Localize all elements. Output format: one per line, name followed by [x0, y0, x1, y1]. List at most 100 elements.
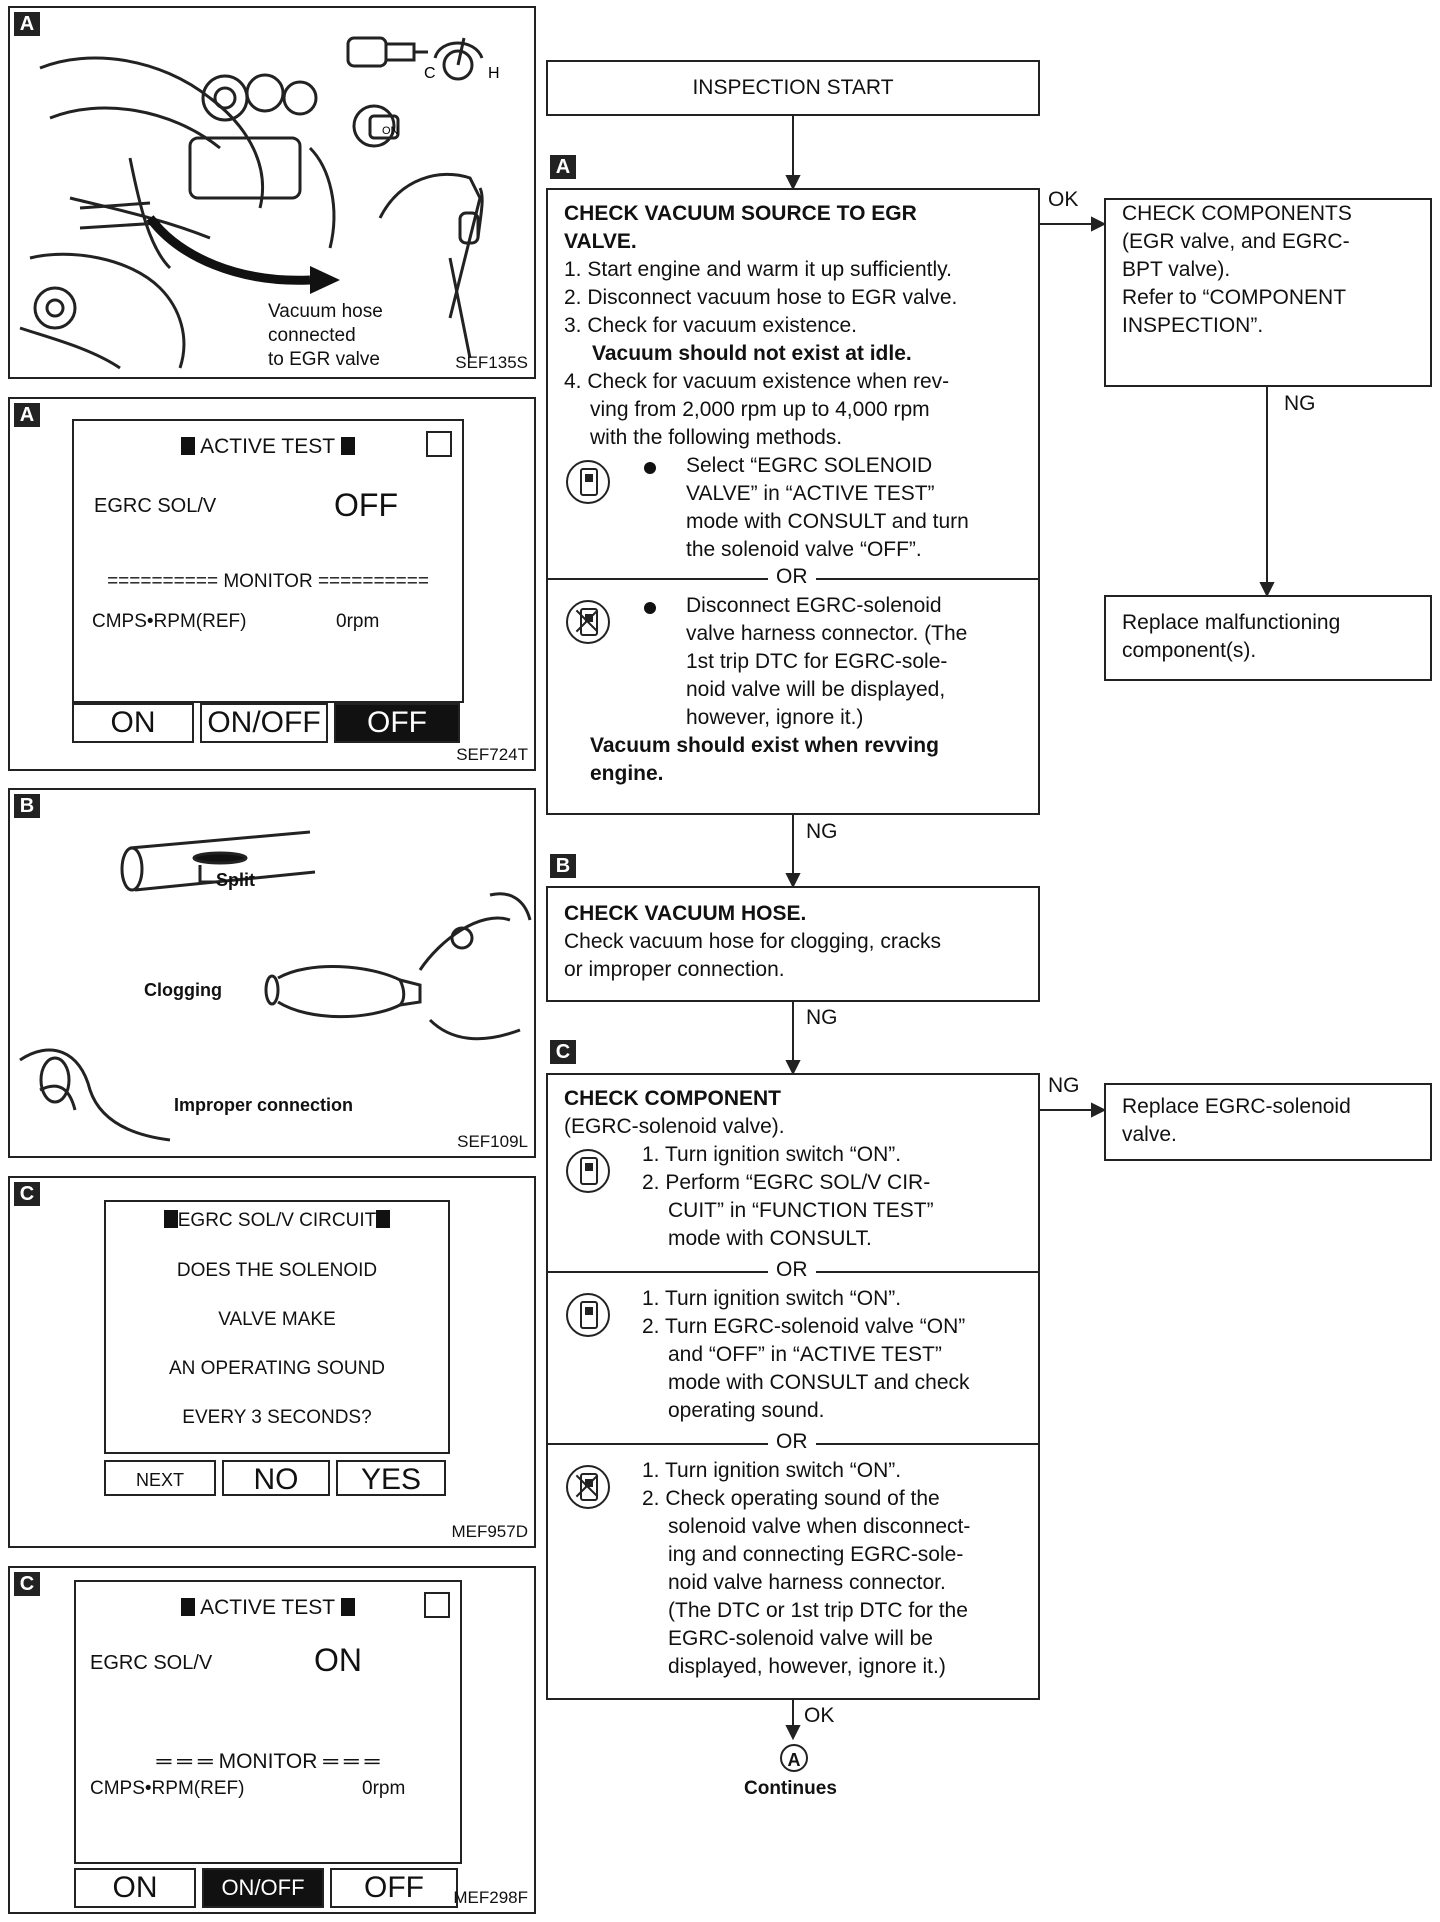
method-2-line-5: however, ignore it.) — [686, 706, 864, 729]
ng-label-component: NG — [806, 1006, 838, 1029]
continues-label: Continues — [744, 1778, 837, 1799]
component-m2-line-3: and “OFF” in “ACTIVE TEST” — [668, 1343, 942, 1366]
yes-button[interactable]: YES — [336, 1460, 446, 1496]
screen-title-text: ACTIVE TEST — [200, 1596, 335, 1619]
no-button[interactable]: NO — [222, 1460, 330, 1496]
gauge-c-label: C — [424, 65, 436, 82]
vacuum-hose-callout: Vacuum hose connected to EGR valve — [268, 300, 383, 372]
panel-a-active-test: A ACTIVE TEST EGRC SOL/V OFF ========== … — [8, 397, 536, 771]
component-subtitle: (EGRC-solenoid valve). — [564, 1115, 785, 1138]
key-on-label: ON — [382, 125, 399, 137]
component-m1-line-1: 1. Turn ignition switch “ON”. — [642, 1143, 902, 1166]
method-1-line-1: Select “EGRC SOLENOID — [686, 454, 933, 477]
method-1-line-2: VALVE” in “ACTIVE TEST” — [686, 482, 935, 505]
off-button[interactable]: OFF — [334, 703, 460, 743]
hose-illustration — [19, 830, 532, 1142]
on-off-button[interactable]: ON/OFF — [202, 1868, 324, 1908]
vacuum-idle-spec: Vacuum should not exist at idle. — [592, 342, 912, 365]
monitor-item: CMPS•RPM(REF) — [90, 1778, 245, 1799]
component-title: CHECK COMPONENT — [564, 1087, 782, 1110]
panel-c-circuit: C EGRC SOL/V CIRCUIT DOES THE SOLENOID V… — [8, 1176, 536, 1548]
panel-a-engine: A C H ON — [8, 6, 536, 379]
panel-tag: C — [14, 1182, 40, 1206]
hose-line-1: Check vacuum hose for clogging, cracks — [564, 930, 942, 953]
ng-label-replace-solenoid: NG — [1048, 1074, 1080, 1097]
figure-code: SEF109L — [457, 1132, 528, 1151]
component-m3-line-6: (The DTC or 1st trip DTC for the — [668, 1599, 968, 1622]
callout-line-2: connected — [268, 325, 356, 346]
screen-title: ACTIVE TEST — [76, 1596, 460, 1620]
method-2-line-1: Disconnect EGRC-solenoid — [686, 594, 942, 617]
consult-screen: ACTIVE TEST EGRC SOL/V OFF ========== MO… — [72, 419, 464, 703]
replace-sol-line-2: valve. — [1122, 1123, 1177, 1146]
flow-tag-a: A — [550, 155, 576, 179]
check-vacuum-source-box: CHECK VACUUM SOURCE TO EGR VALVE. 1. Sta… — [546, 188, 1040, 815]
panel-tag: A — [14, 12, 40, 36]
panel-c-active-test: C ACTIVE TEST EGRC SOL/V ON ═ ═ ═ MONITO… — [8, 1566, 536, 1914]
monitor-value: 0rpm — [362, 1778, 406, 1799]
screen-title: EGRC SOL/V CIRCUIT — [106, 1210, 448, 1232]
screen-checkbox — [426, 431, 452, 457]
replace-malfunctioning-box: Replace malfunctioning component(s). — [1104, 595, 1432, 681]
callout-line-1: Vacuum hose — [268, 301, 383, 322]
replace-malf-line-1: Replace malfunctioning — [1122, 611, 1341, 634]
or-divider: OR — [548, 1256, 1038, 1284]
panel-b-hose: B Split Clogging Improper connection SEF… — [8, 788, 536, 1158]
replace-solenoid-box: Replace EGRC-solenoid valve. — [1104, 1083, 1432, 1161]
item-value: ON — [314, 1642, 362, 1678]
check-component-box: CHECK COMPONENT (EGRC-solenoid valve). 1… — [546, 1073, 1040, 1700]
check-vacuum-title-1: CHECK VACUUM SOURCE TO EGR — [564, 202, 917, 225]
on-button[interactable]: ON — [72, 703, 194, 743]
bullet-icon — [644, 462, 656, 474]
component-m2-line-2: 2. Turn EGRC-solenoid valve “ON” — [642, 1315, 966, 1338]
monitor-item: CMPS•RPM(REF) — [92, 611, 247, 632]
component-m2-line-5: operating sound. — [668, 1399, 825, 1422]
vacuum-step-3: 3. Check for vacuum existence. — [564, 314, 857, 337]
or-divider: OR — [548, 1428, 1038, 1456]
screen-title-text: ACTIVE TEST — [200, 435, 335, 458]
replace-sol-line-1: Replace EGRC-solenoid — [1122, 1095, 1351, 1118]
component-m3-line-8: displayed, however, ignore it.) — [668, 1655, 946, 1678]
bullet-icon — [644, 602, 656, 614]
or-label: OR — [768, 1256, 816, 1284]
engine-illustration: C H ON — [19, 36, 500, 370]
components-line-5: INSPECTION”. — [1122, 314, 1264, 337]
connector-a-icon: A — [780, 1744, 808, 1772]
question-line-1: DOES THE SOLENOID — [176, 1260, 378, 1281]
vacuum-step-4-line-3: with the following methods. — [590, 426, 843, 449]
vacuum-step-4-line-2: ving from 2,000 rpm up to 4,000 rpm — [590, 398, 930, 421]
panel-tag: C — [14, 1572, 40, 1596]
vacuum-step-1: 1. Start engine and warm it up sufficien… — [564, 258, 952, 281]
replace-malf-line-2: component(s). — [1122, 639, 1257, 662]
vacuum-step-2: 2. Disconnect vacuum hose to EGR valve. — [564, 286, 958, 309]
revving-spec-line-2: engine. — [590, 762, 664, 785]
monitor-header: ═ ═ ═ MONITOR ═ ═ ═ — [156, 1750, 380, 1773]
panel-tag: B — [14, 794, 40, 818]
item-value: OFF — [334, 487, 398, 523]
improper-connection-label: Improper connection — [174, 1095, 354, 1115]
flow-tag-b: B — [550, 854, 576, 878]
check-vacuum-title-2: VALVE. — [564, 230, 637, 253]
component-m3-line-3: solenoid valve when disconnect- — [668, 1515, 971, 1538]
consult-screen: ACTIVE TEST EGRC SOL/V ON ═ ═ ═ MONITOR … — [74, 1580, 462, 1864]
vacuum-step-4-line-1: 4. Check for vacuum existence when rev- — [564, 370, 950, 393]
ng-label-components: NG — [1284, 392, 1316, 415]
next-button[interactable]: NEXT — [104, 1460, 216, 1496]
components-line-4: Refer to “COMPONENT — [1122, 286, 1347, 309]
component-m1-line-2: 2. Perform “EGRC SOL/V CIR- — [642, 1171, 931, 1194]
component-m3-line-2: 2. Check operating sound of the — [642, 1487, 940, 1510]
component-m2-line-1: 1. Turn ignition switch “ON”. — [642, 1287, 902, 1310]
question-line-2: VALVE MAKE — [218, 1309, 336, 1330]
ng-label-hose: NG — [806, 820, 838, 843]
on-off-button[interactable]: ON/OFF — [200, 703, 328, 743]
no-consult-icon — [566, 600, 610, 644]
off-button[interactable]: OFF — [330, 1868, 458, 1908]
on-button[interactable]: ON — [74, 1868, 196, 1908]
or-divider: OR — [548, 563, 1038, 591]
component-m3-line-4: ing and connecting EGRC-sole- — [668, 1543, 964, 1566]
inspection-start-text: INSPECTION START — [692, 76, 894, 99]
no-consult-icon — [566, 1465, 610, 1509]
method-2-line-4: noid valve will be displayed, — [686, 678, 946, 701]
question-line-3: AN OPERATING SOUND — [168, 1358, 386, 1379]
